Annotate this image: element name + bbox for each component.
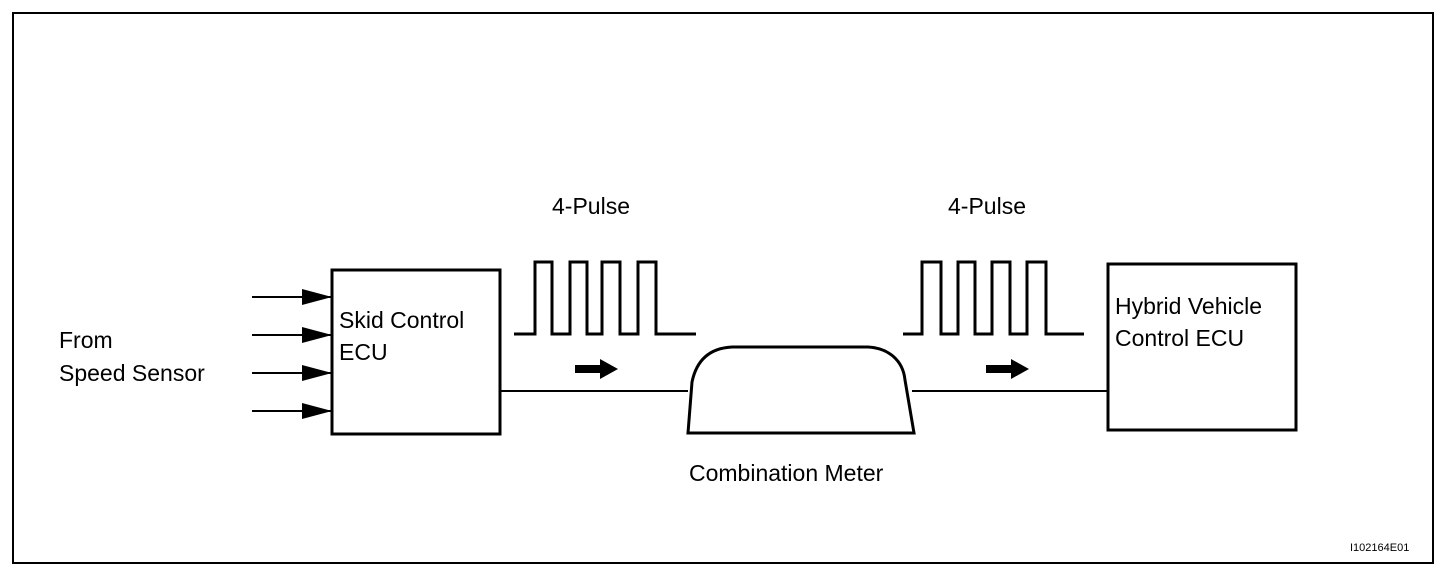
speed-sensor-input-arrows: [252, 289, 332, 419]
hv-ecu-label-line1: Hybrid Vehicle: [1115, 293, 1263, 319]
source-label-speed-sensor: Speed Sensor: [59, 360, 205, 386]
pulse-label-right: 4-Pulse: [948, 193, 1026, 219]
hv-ecu-label-line2: Control ECU: [1115, 325, 1245, 351]
combination-meter-shape: [686, 345, 916, 435]
flow-arrow-left: [575, 359, 618, 379]
diagram-frame: [12, 12, 1434, 564]
pulse-label-left: 4-Pulse: [552, 193, 630, 219]
combination-meter-label: Combination Meter: [689, 460, 884, 486]
figure-id: I102164E01: [1350, 542, 1410, 554]
skid-control-ecu-box: [330, 268, 502, 436]
skid-ecu-label-line1: Skid Control: [339, 307, 465, 333]
pulse-waveform-right: [903, 260, 1084, 336]
flow-arrow-right: [986, 359, 1029, 379]
source-label-from: From: [59, 327, 113, 353]
skid-ecu-label-line2: ECU: [339, 339, 388, 365]
hybrid-vehicle-control-ecu-box: [1106, 262, 1298, 432]
pulse-waveform-left: [514, 260, 696, 336]
